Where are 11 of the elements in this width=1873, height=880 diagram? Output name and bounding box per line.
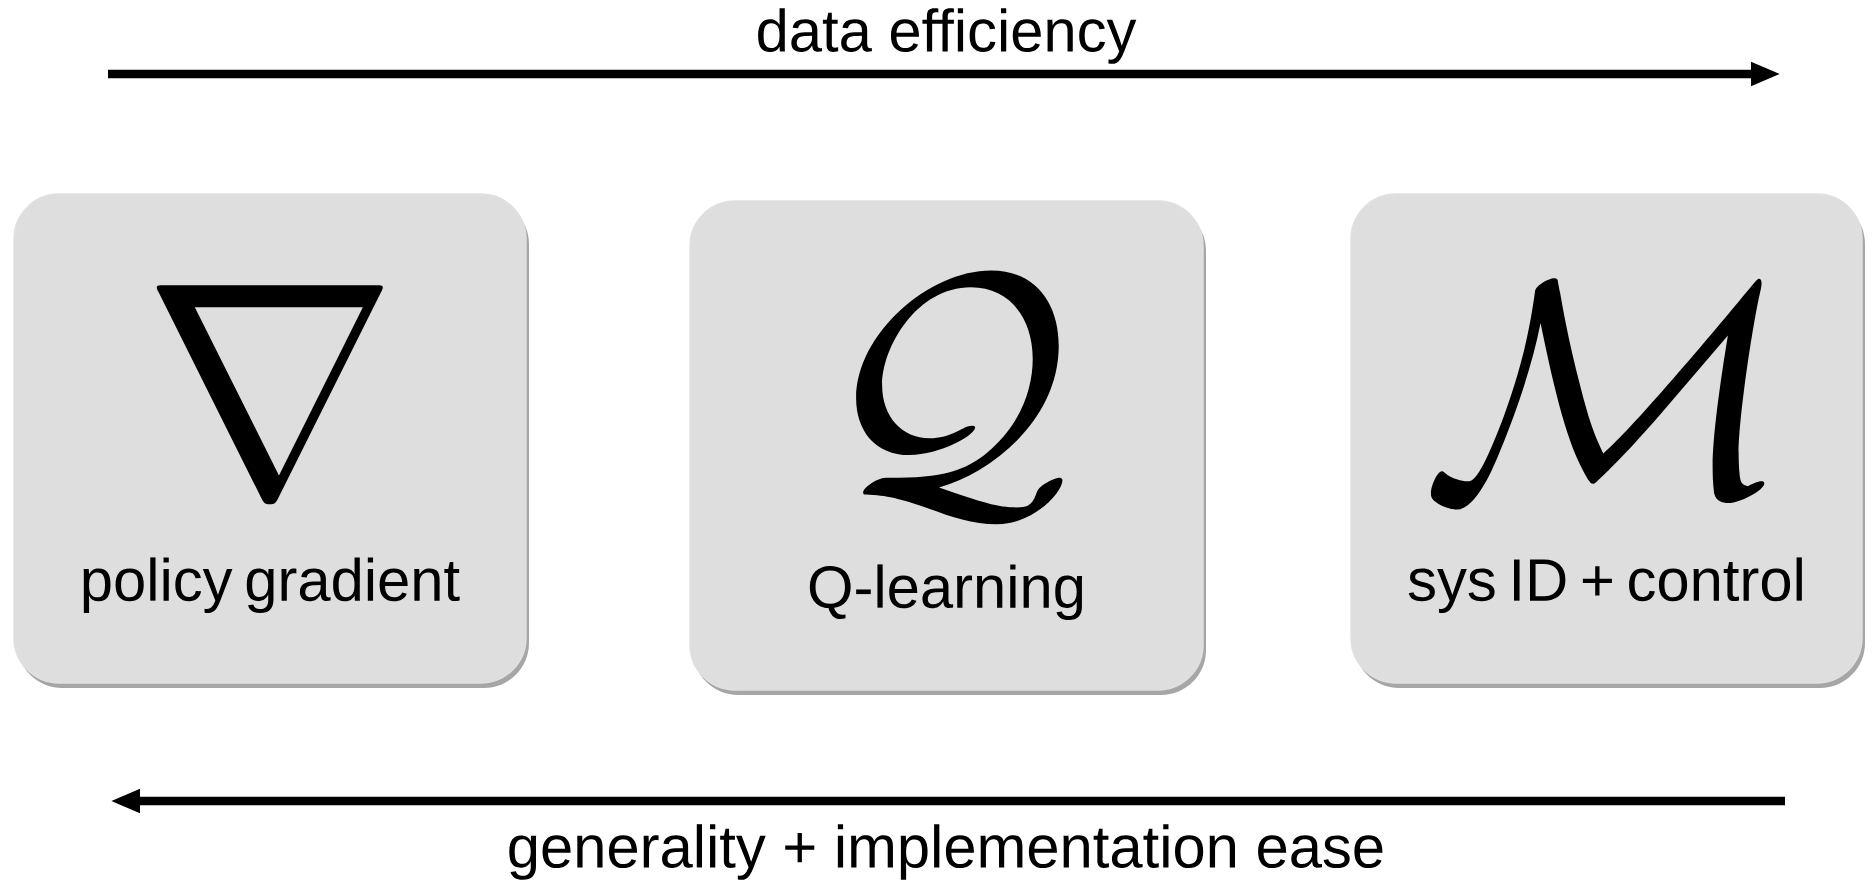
symbol: $\mathcal{Q}$ (856, 270, 1063, 525)
axis-label: data efficiency (758, 8, 1137, 64)
card-box (689, 200, 1206, 695)
card-box (1350, 193, 1865, 688)
box-label: policy gradient (83, 557, 460, 614)
symbol: $\mathcal{M}$ (1430, 278, 1765, 510)
card-box (13, 193, 529, 688)
box-label: Q-learning (809, 564, 1083, 621)
box-label: sys ID + control (1408, 557, 1802, 614)
symbol: $\nabla$ (156, 285, 383, 505)
axis-label: generality + implementation ease (509, 824, 1383, 880)
